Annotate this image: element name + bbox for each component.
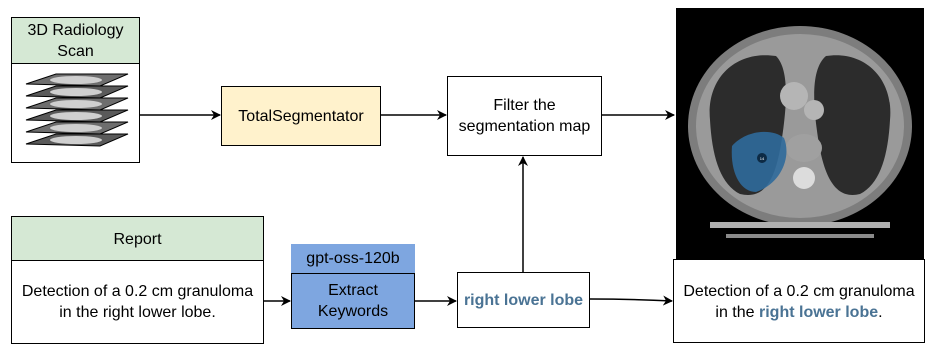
filter-label: Filter the segmentation map [458, 97, 591, 135]
output-text-before: Detection of a 0.2 cm granuloma in the [683, 283, 915, 321]
scan-slice-anatomy [49, 112, 102, 120]
scan-image-box [11, 63, 140, 163]
report-header: Report [11, 216, 264, 261]
output-box: Detection of a 0.2 cm granuloma in the r… [673, 259, 925, 343]
report-text: Detection of a 0.2 cm granuloma in the r… [21, 283, 254, 321]
scan-slice-anatomy [49, 124, 102, 132]
ct-scan-image: 14 [676, 8, 924, 262]
stacked-slices-icon [25, 73, 128, 147]
keyword-box: right lower lobe [457, 272, 590, 328]
scan-slice-anatomy [49, 136, 102, 144]
keyword-label: right lower lobe [463, 291, 584, 309]
report-header-label: Report [113, 230, 162, 248]
totalsegmentator-label: TotalSegmentator [238, 107, 364, 125]
scan-title: 3D Radiology Scan [27, 22, 124, 60]
totalsegmentator-box: TotalSegmentator [221, 86, 381, 146]
scan-slice-anatomy [49, 100, 102, 108]
segment-marker-label: 14 [760, 156, 765, 161]
extract-keywords-label: Extract Keywords [317, 282, 389, 320]
output-text-after: . [878, 304, 883, 321]
llm-model-label: gpt-oss-120b [306, 250, 400, 267]
scan-title-box: 3D Radiology Scan [11, 17, 140, 64]
scan-slice-anatomy [49, 88, 102, 96]
arrow-keyword-to-output [589, 295, 673, 306]
filter-box: Filter the segmentation map [447, 76, 602, 156]
right-lung [814, 55, 891, 195]
report-body: Detection of a 0.2 cm granuloma in the r… [11, 260, 264, 344]
extract-keywords-box: Extract Keywords [291, 273, 415, 329]
llm-model-box: gpt-oss-120b [291, 244, 415, 273]
ct-table [710, 222, 890, 228]
output-keyword: right lower lobe [759, 304, 879, 321]
scan-slice-anatomy [49, 76, 102, 84]
